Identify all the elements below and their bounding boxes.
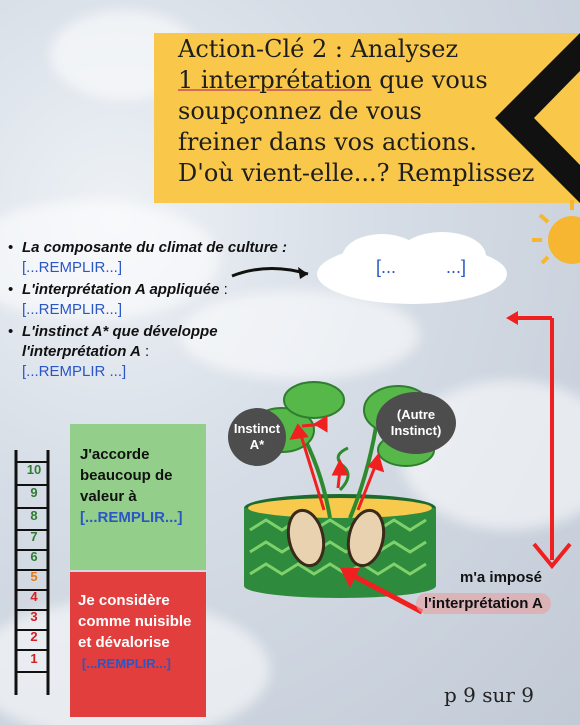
- bullet-climat: La composante du climat de culture : [..…: [6, 238, 296, 278]
- cloud-icon: [317, 232, 507, 304]
- ladder-step: 9: [30, 485, 38, 500]
- bullet-instinct: L'instinct A* que développe l'interpréta…: [6, 322, 296, 382]
- fill-placeholder[interactable]: [...REMPLIR...]: [22, 259, 123, 276]
- ladder-step: 10: [26, 462, 42, 477]
- banner-line-3: soupçonnez de vous: [178, 97, 422, 125]
- black-chevron-icon: [495, 33, 580, 203]
- fill-placeholder[interactable]: [...REMPLIR...]: [82, 656, 171, 671]
- cloud-fill[interactable]: [... ...]: [376, 257, 466, 277]
- red-pointer-arrow: [340, 568, 424, 615]
- ladder-step: 6: [30, 549, 38, 564]
- ladder-step: 4: [30, 589, 38, 604]
- red-connector-arrow: [506, 311, 572, 570]
- fill-placeholder[interactable]: [...REMPLIR...]: [80, 509, 183, 526]
- ladder-step: 3: [30, 609, 38, 624]
- devalue-box: Je considère comme nuisible et dévaloris…: [70, 572, 206, 717]
- banner-line-2: 1 interprétation que vous: [178, 66, 488, 94]
- curved-arrow-icon: [231, 266, 309, 279]
- imposed-label: m'a imposé: [460, 569, 542, 586]
- value-box: J'accorde beaucoup de valeur à [...REMPL…: [70, 424, 206, 570]
- bullet-list: La composante du climat de culture : [..…: [6, 238, 296, 384]
- fill-placeholder[interactable]: [...REMPLIR...]: [22, 301, 123, 318]
- page-number: p 9 sur 9: [444, 683, 535, 707]
- ladder-step: 1: [30, 651, 38, 666]
- ladder-step: 7: [30, 529, 38, 544]
- banner-line-1: Action-Clé 2 : Analysez: [178, 35, 459, 63]
- ladder-step: 5: [30, 569, 38, 584]
- sun-icon: [532, 200, 580, 265]
- interpretation-label: l'interprétation A: [416, 593, 551, 614]
- ladder-scale: [14, 450, 50, 695]
- fill-placeholder[interactable]: [...REMPLIR ...]: [22, 363, 127, 380]
- ladder-step: 8: [30, 508, 38, 523]
- ladder-step: 2: [30, 629, 38, 644]
- bullet-interpretation: L'interprétation A appliquée : [...REMPL…: [6, 280, 296, 320]
- banner-title: Action-Clé 2 : Analysez 1 interprétation…: [178, 34, 558, 189]
- banner-line-5: D'où vient-elle...? Remplissez: [178, 159, 535, 187]
- banner-line-4: freiner dans vos actions.: [178, 128, 477, 156]
